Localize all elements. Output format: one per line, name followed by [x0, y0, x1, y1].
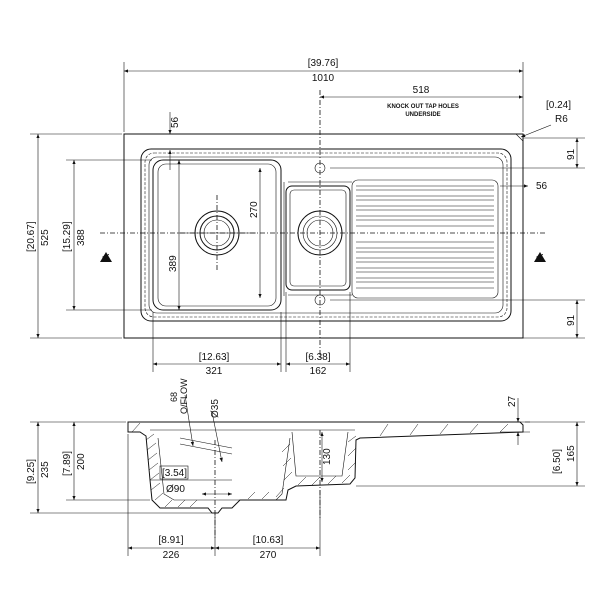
- bowl-height-mm: 200: [76, 453, 87, 470]
- overflow-label-2: O/FLOW: [179, 378, 189, 414]
- waste-offset-in: [8.91]: [158, 535, 183, 546]
- top-view: [39.76] 1010 518 KNOCK OUT TAP HOLES UND…: [26, 58, 585, 377]
- small-bowl-width-in: [6.38]: [305, 352, 330, 363]
- section-view: 68 O/FLOW Ø35 [3.54] Ø90 130 27 [9.25] 2…: [26, 378, 585, 561]
- section-arrow-left: [100, 252, 112, 262]
- main-bowl-height: 389: [168, 255, 179, 272]
- waste-spacing-in: [10.63]: [253, 535, 284, 546]
- inner-rim: [140, 148, 512, 322]
- waste-dia-in: [3.54]: [162, 468, 187, 479]
- overall-height-mm: 235: [40, 461, 51, 478]
- overall-depth-mm: 525: [40, 229, 51, 246]
- corner-in: [0.24]: [546, 100, 571, 111]
- bowl-depth-mm: 388: [76, 229, 87, 246]
- overall-width-mm: 1010: [312, 73, 335, 84]
- bowl-depth-in: [15.29]: [62, 221, 73, 252]
- main-bowl-width-in: [12.63]: [199, 352, 230, 363]
- corner-radius: R6: [555, 114, 568, 125]
- small-bowl-width-mm: 162: [310, 366, 327, 377]
- main-bowl: [152, 159, 282, 311]
- right-bottom: 91: [566, 314, 577, 326]
- right-height-mm: 165: [566, 445, 577, 462]
- section-hatching: [131, 422, 509, 508]
- right-height-in: [6.50]: [552, 449, 563, 474]
- overflow-duct: [179, 437, 233, 449]
- waste-spacing-mm: 270: [260, 550, 277, 561]
- sink-outline: [123, 133, 524, 339]
- overflow-dia: Ø35: [210, 399, 221, 418]
- section-mark-left: A: [101, 254, 111, 260]
- overall-height-in: [9.25]: [26, 459, 37, 484]
- rim-drainer: 56: [536, 181, 548, 192]
- rim-thickness: 27: [507, 395, 518, 407]
- rim-top: 56: [170, 116, 181, 128]
- waste-offset-mm: 226: [163, 550, 180, 561]
- bowl-height-in: [7.89]: [62, 451, 73, 476]
- section-mark-right: A: [535, 254, 545, 260]
- overall-depth-in: [20.67]: [26, 221, 37, 252]
- overall-width-in: [39.76]: [308, 58, 339, 69]
- small-bowl: [285, 185, 351, 291]
- main-bowl-width-mm: 321: [206, 366, 223, 377]
- tap-holes-note-2: UNDERSIDE: [405, 112, 440, 118]
- section-outline: [127, 421, 524, 514]
- overflow-label: 68: [169, 392, 179, 402]
- small-bowl-height: 270: [249, 201, 260, 218]
- tap-holes-note-1: KNOCK OUT TAP HOLES: [387, 104, 459, 110]
- right-bowl-depth: 130: [322, 448, 333, 465]
- section-arrow-right: [534, 252, 546, 262]
- tap-holes-distance: 518: [413, 85, 430, 96]
- drainer-grooves: [351, 179, 499, 299]
- waste-dia: Ø90: [166, 484, 185, 495]
- right-top: 91: [566, 148, 577, 160]
